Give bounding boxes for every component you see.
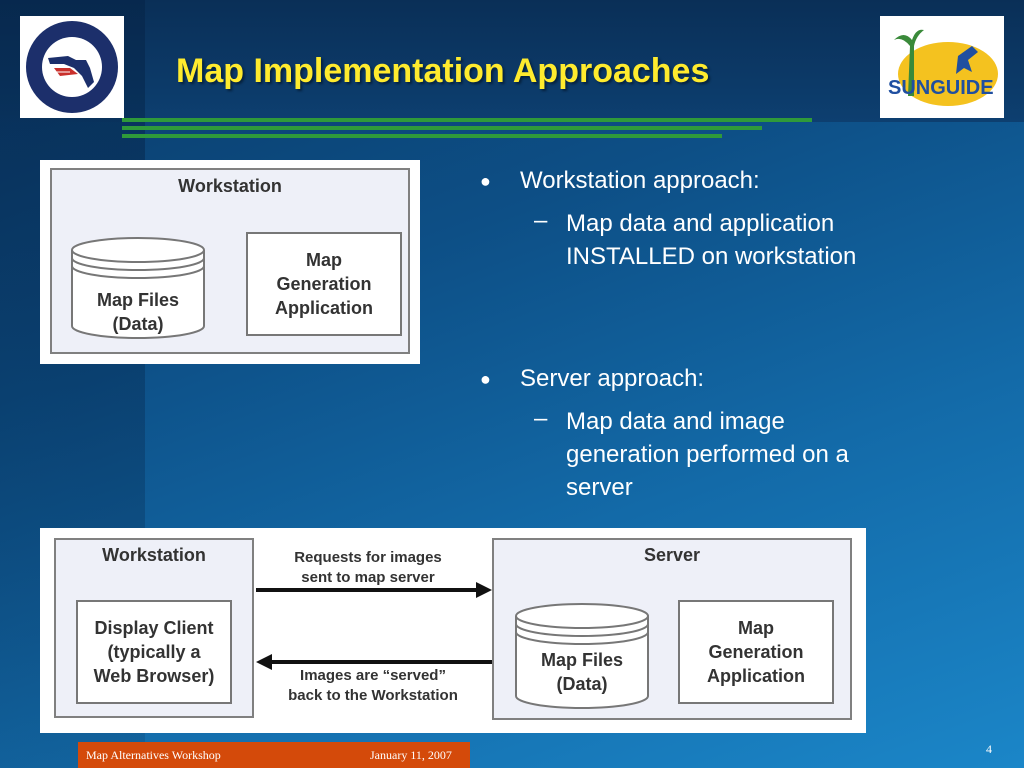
fdot-logo: [20, 16, 124, 118]
bullet-server: ●Server approach:: [480, 365, 705, 392]
sunguide-logo: SUNGUIDE: [880, 16, 1004, 118]
bullet-workstation: ●Workstation approach:: [480, 167, 760, 194]
map-files-label: Map Files (Data): [540, 650, 624, 694]
fdot-seal-icon: [26, 21, 118, 113]
served-label: Images are “served” back to the Workstat…: [288, 667, 458, 704]
sunguide-sun-icon: SUNGUIDE: [888, 29, 998, 106]
header-band: [0, 0, 1024, 122]
bullet-dot-icon: ●: [480, 171, 491, 192]
map-generation-app-box: Map Generation Application: [246, 232, 402, 336]
page-number: 4: [986, 742, 992, 756]
response-arrow-icon: [256, 654, 492, 670]
footer-left-text: Map Alternatives Workshop: [86, 748, 221, 762]
title-underline-3: [122, 134, 722, 138]
workstation-box: Workstation Map Files (Data) Map Generat…: [50, 168, 410, 354]
workstation-label: Workstation: [178, 176, 282, 196]
request-arrow-icon: [256, 582, 492, 598]
bullet-dot-icon: ●: [480, 369, 491, 390]
display-client-box: Display Client (typically a Web Browser): [76, 600, 232, 704]
server-box: Server Map Files (Data) Map Generation A…: [492, 538, 852, 720]
database-cylinder-icon: [515, 603, 649, 709]
request-label: Requests for images sent to map server: [294, 549, 442, 586]
server-label: Server: [643, 545, 701, 565]
footer-date: January 11, 2007: [370, 748, 452, 762]
footer-bar: Map Alternatives Workshop January 11, 20…: [78, 742, 470, 768]
workstation-label: Workstation: [102, 545, 206, 565]
map-generation-app-box: Map Generation Application: [678, 600, 834, 704]
workstation-diagram: Workstation Map Files (Data) Map Generat…: [40, 160, 420, 364]
title-underline-2: [122, 126, 762, 130]
slide-title: Map Implementation Approaches: [176, 52, 710, 90]
server-diagram: Workstation Display Client (typically a …: [40, 528, 866, 733]
svg-text:SUNGUIDE: SUNGUIDE: [888, 77, 994, 99]
title-underline: [122, 118, 812, 122]
workstation-box: Workstation Display Client (typically a …: [54, 538, 254, 718]
database-cylinder-icon: [71, 237, 205, 339]
map-files-label: Map Files (Data): [96, 290, 180, 334]
